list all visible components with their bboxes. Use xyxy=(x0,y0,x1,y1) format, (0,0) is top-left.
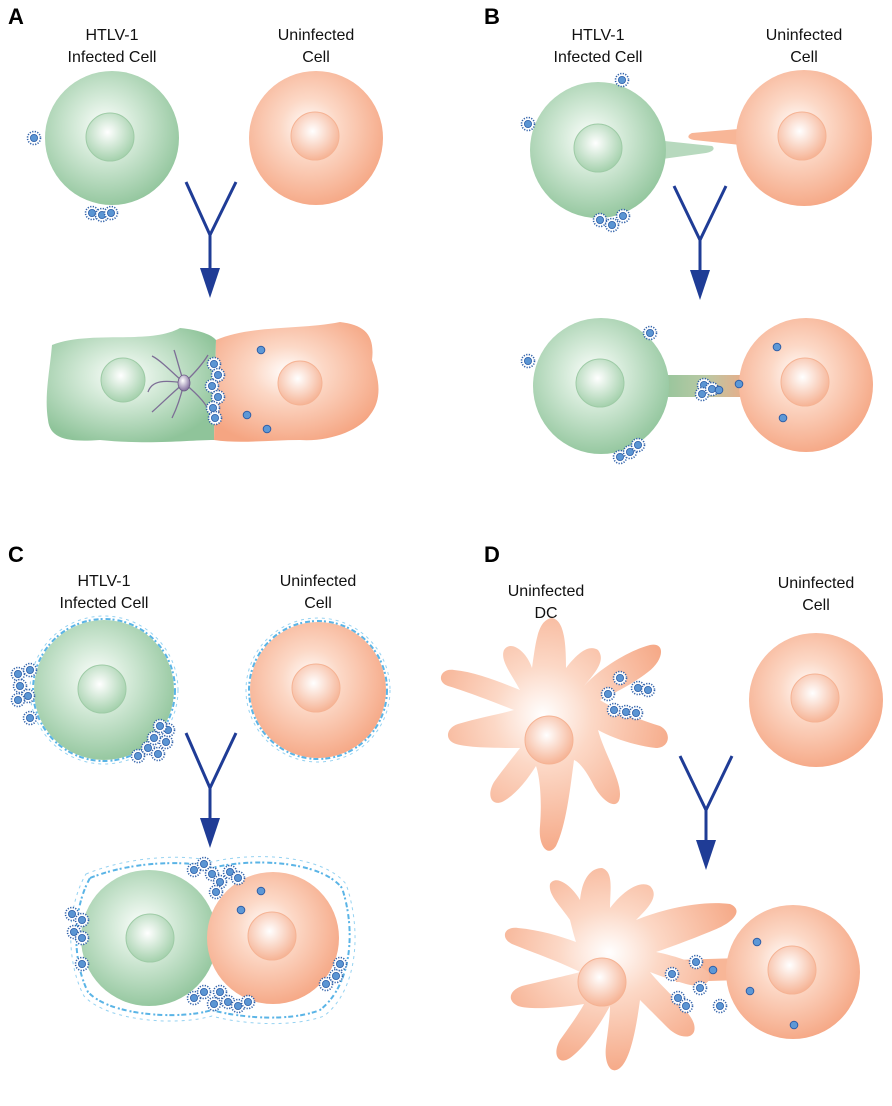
panel-letter-c: C xyxy=(8,542,24,567)
uninfected-cell-label-line1: Uninfected xyxy=(778,575,855,592)
arrow-down-icon xyxy=(672,185,728,300)
uninfected-cell xyxy=(749,633,883,767)
uninfected-cell-label-line2: Cell xyxy=(304,595,332,612)
arrow-down-icon xyxy=(678,755,734,870)
cellular-conduit-cells xyxy=(520,318,873,465)
dc-transfer-cells xyxy=(504,868,860,1071)
uninfected-cell-with-filopodium xyxy=(688,70,872,206)
biofilm-transfer-cells xyxy=(64,856,356,1025)
arrow-down-icon xyxy=(184,181,238,298)
infected-cell-label-line2: Infected Cell xyxy=(68,49,157,66)
uninfected-cell-label-line1: Uninfected xyxy=(280,573,357,590)
infected-cell-label-line2: Infected Cell xyxy=(554,49,643,66)
infected-cell-with-filopodium xyxy=(530,82,714,218)
dendritic-cell xyxy=(440,618,668,851)
biofilm-coat xyxy=(32,618,176,762)
panel-c: C HTLV-1 Infected Cell Uninfected Cell xyxy=(8,542,391,1025)
mtoc-icon xyxy=(177,374,191,392)
uninfected-cell xyxy=(245,617,391,763)
panel-b: B HTLV-1 Infected Cell Uninfected Cell xyxy=(484,4,873,465)
panel-letter-b: B xyxy=(484,4,500,29)
panel-letter-d: D xyxy=(484,542,500,567)
uninfected-cell xyxy=(249,71,383,205)
dc-label-line2: DC xyxy=(534,605,557,622)
virological-synapse-cells xyxy=(46,322,379,443)
arrow-down-icon xyxy=(184,732,238,848)
uninfected-cell-label-line2: Cell xyxy=(802,597,830,614)
infected-cell-label-line1: HTLV-1 xyxy=(85,27,138,44)
panel-a: A HTLV-1 Infected Cell Uninfected Cell xyxy=(8,4,383,443)
panel-d: D Uninfected DC Uninfected Cell xyxy=(440,542,883,1071)
uninfected-cell-label-line1: Uninfected xyxy=(278,27,355,44)
dc-label-line1: Uninfected xyxy=(508,583,585,600)
biofilm-coat xyxy=(248,620,388,760)
infected-cell xyxy=(29,615,179,765)
infected-cell-label-line2: Infected Cell xyxy=(60,595,149,612)
uninfected-cell-label-line2: Cell xyxy=(302,49,330,66)
infected-cell xyxy=(45,71,179,205)
uninfected-cell-label-line2: Cell xyxy=(790,49,818,66)
panel-letter-a: A xyxy=(8,4,24,29)
infected-cell-label-line1: HTLV-1 xyxy=(571,27,624,44)
infected-cell-label-line1: HTLV-1 xyxy=(77,573,130,590)
uninfected-cell-label-line1: Uninfected xyxy=(766,27,843,44)
